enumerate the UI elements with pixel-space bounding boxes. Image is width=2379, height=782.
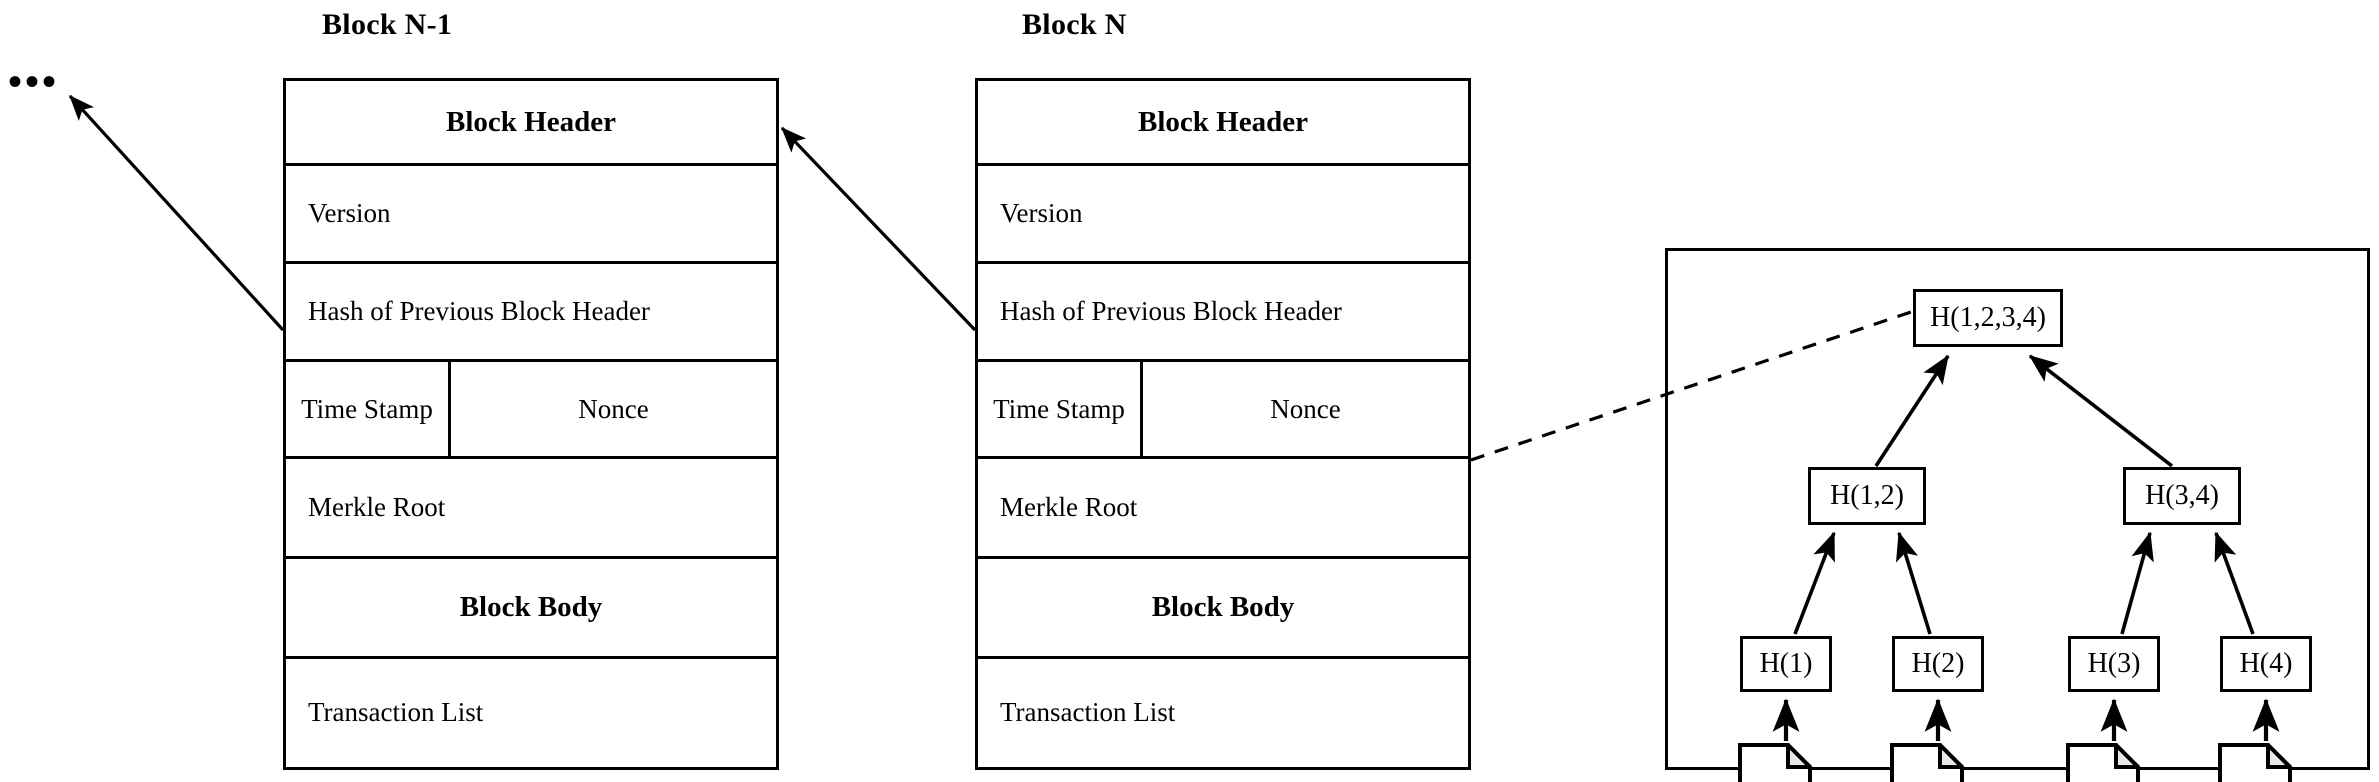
transaction-node-tx2: Tx2: [1890, 743, 1964, 782]
merkle-node-h34: H(3,4): [2123, 467, 2241, 525]
arrow-prev-block-to-ellipsis: [68, 94, 285, 332]
document-icon: [2218, 743, 2292, 782]
block-n-minus-1-row-block-body: Block Body: [286, 559, 776, 659]
block-title-n: Block N: [1022, 8, 1127, 41]
block-n-minus-1-cell-time-stamp: Time Stamp: [286, 362, 451, 456]
block-n-row-transaction-list: Transaction List: [1000, 696, 1176, 727]
block-n-row-block-header: Block Header: [978, 81, 1468, 166]
block-n-minus-1-row-hash-of-previous-block-header: Hash of Previous Block Header: [286, 264, 776, 362]
document-icon: [2066, 743, 2140, 782]
transaction-label-tx3: Tx3: [2077, 779, 2119, 782]
block-n-row-timestamp-nonce: Time Stamp Nonce: [978, 362, 1468, 459]
block-n-row-merkle-root: Merkle Root: [978, 459, 1468, 559]
block-n-minus-1-row-merkle-root: Merkle Root: [286, 459, 776, 559]
transaction-node-tx4: Tx4: [2218, 743, 2292, 782]
arrow-block-n-to-block-n-minus-1: [780, 126, 977, 332]
block-title-n-minus-1: Block N-1: [322, 8, 453, 41]
block-n-cell-time-stamp: Time Stamp: [978, 362, 1143, 456]
block-n-cell-nonce: Nonce: [1270, 393, 1341, 424]
block-n-row-hash-of-previous-block-header: Hash of Previous Block Header: [978, 264, 1468, 362]
transaction-label-tx2: Tx2: [1901, 779, 1943, 782]
block-n-minus-1-row-block-header: Block Header: [286, 81, 776, 166]
transaction-node-tx3: Tx3: [2066, 743, 2140, 782]
document-icon: [1738, 743, 1812, 782]
transaction-node-tx1: Tx1: [1738, 743, 1812, 782]
transaction-label-tx4: Tx4: [2229, 779, 2271, 782]
block-n-minus-1-row-transaction-list: Transaction List: [308, 696, 484, 727]
merkle-node-h4: H(4): [2220, 636, 2312, 692]
block-n-row-version: Version: [978, 166, 1468, 264]
transaction-label-tx1: Tx1: [1749, 779, 1791, 782]
merkle-node-root: H(1,2,3,4): [1913, 289, 2063, 347]
block-n-minus-1-row-version: Version: [286, 166, 776, 264]
merkle-node-h2: H(2): [1892, 636, 1984, 692]
block-n-minus-1-row-timestamp-nonce: Time Stamp Nonce: [286, 362, 776, 459]
merkle-node-h3: H(3): [2068, 636, 2160, 692]
chain-continues-ellipsis: •••: [8, 59, 60, 104]
block-n-minus-1: Block Header Version Hash of Previous Bl…: [283, 78, 779, 770]
document-icon: [1890, 743, 1964, 782]
merkle-node-h1: H(1): [1740, 636, 1832, 692]
merkle-node-h12: H(1,2): [1808, 467, 1926, 525]
block-n-row-block-body: Block Body: [978, 559, 1468, 659]
block-n-minus-1-cell-nonce: Nonce: [578, 393, 649, 424]
block-n: Block Header Version Hash of Previous Bl…: [975, 78, 1471, 770]
